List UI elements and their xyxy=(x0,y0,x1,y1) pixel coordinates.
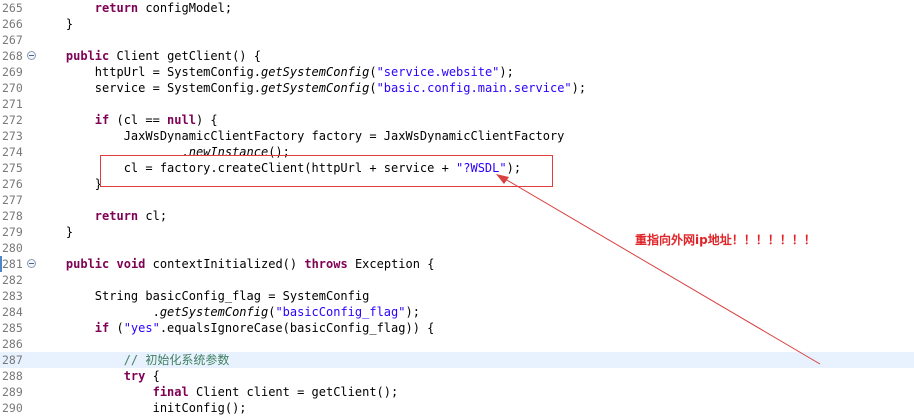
change-marker xyxy=(0,256,2,272)
code-text: } xyxy=(37,177,103,191)
code-line[interactable]: 268 public Client getClient() { xyxy=(0,48,914,64)
code-line[interactable]: 283 String basicConfig_flag = SystemConf… xyxy=(0,288,914,304)
line-number: 286 xyxy=(2,337,23,351)
code-line[interactable]: 284 .getSystemConfig("basicConfig_flag")… xyxy=(0,304,914,320)
line-number: 277 xyxy=(2,193,23,207)
line-number: 290 xyxy=(2,401,23,415)
code-text: JaxWsDynamicClientFactory factory = JaxW… xyxy=(37,129,565,143)
code-text: } xyxy=(37,17,74,31)
line-number: 274 xyxy=(2,145,23,159)
line-number: 272 xyxy=(2,113,23,127)
code-text: initConfig(); xyxy=(37,401,247,415)
code-text: String basicConfig_flag = SystemConfig xyxy=(37,289,370,303)
code-line[interactable]: 279 } xyxy=(0,224,914,240)
code-line[interactable]: 290 initConfig(); xyxy=(0,400,914,416)
line-number: 268 xyxy=(2,49,23,63)
line-number: 287 xyxy=(2,353,23,367)
code-text: return cl; xyxy=(94,209,168,223)
code-line[interactable]: 278 return cl; xyxy=(0,208,914,224)
line-number: 283 xyxy=(2,289,23,303)
code-line[interactable]: 281 public void contextInitialized() thr… xyxy=(0,256,914,272)
code-line[interactable]: 280 xyxy=(0,240,914,256)
code-line[interactable]: 277 xyxy=(0,192,914,208)
highlight-box xyxy=(100,155,553,187)
line-number: 269 xyxy=(2,65,23,79)
line-number: 270 xyxy=(2,81,23,95)
fold-toggle-icon[interactable] xyxy=(27,51,36,60)
line-number: 267 xyxy=(2,33,23,47)
code-line[interactable]: 275 cl = factory.createClient(httpUrl + … xyxy=(0,160,914,176)
code-text: public void contextInitialized() throws … xyxy=(65,257,435,271)
line-number: 273 xyxy=(2,129,23,143)
line-number: 282 xyxy=(2,273,23,287)
code-line[interactable]: 267 xyxy=(0,32,914,48)
line-number: 289 xyxy=(2,385,23,399)
code-line[interactable]: 269 httpUrl = SystemConfig.getSystemConf… xyxy=(0,64,914,80)
line-number: 265 xyxy=(2,1,23,15)
code-text: final Client client = getClient(); xyxy=(152,385,399,399)
code-line[interactable]: 273 JaxWsDynamicClientFactory factory = … xyxy=(0,128,914,144)
code-text: httpUrl = SystemConfig.getSystemConfig("… xyxy=(37,65,514,79)
code-comment: // 初始化系统参数 xyxy=(37,353,230,367)
line-number: 276 xyxy=(2,177,23,191)
code-text: public Client getClient() { xyxy=(65,49,261,63)
line-number: 278 xyxy=(2,209,23,223)
current-code-line[interactable]: 287 // 初始化系统参数 xyxy=(0,352,914,368)
fold-toggle-icon[interactable] xyxy=(27,259,36,268)
code-line[interactable]: 276 } xyxy=(0,176,914,192)
code-line[interactable]: 265 return configModel; xyxy=(0,0,914,16)
line-number: 285 xyxy=(2,321,23,335)
code-line[interactable]: 286 xyxy=(0,336,914,352)
code-line[interactable]: 285 if ("yes".equalsIgnoreCase(basicConf… xyxy=(0,320,914,336)
code-line[interactable]: 288 try { xyxy=(0,368,914,384)
line-number: 280 xyxy=(2,241,23,255)
code-line[interactable]: 266 } xyxy=(0,16,914,32)
code-line[interactable]: 272 if (cl == null) { xyxy=(0,112,914,128)
line-number: 279 xyxy=(2,225,23,239)
code-text: service = SystemConfig.getSystemConfig("… xyxy=(37,81,587,95)
code-text: return configModel; xyxy=(94,1,233,15)
line-number: 288 xyxy=(2,369,23,383)
code-line[interactable]: 271 xyxy=(0,96,914,112)
line-number: 271 xyxy=(2,97,23,111)
line-number: 275 xyxy=(2,161,23,175)
code-line[interactable]: 289 final Client client = getClient(); xyxy=(0,384,914,400)
code-text: .getSystemConfig("basicConfig_flag"); xyxy=(37,305,420,319)
code-text: } xyxy=(37,225,74,239)
line-number: 284 xyxy=(2,305,23,319)
code-line[interactable]: 270 service = SystemConfig.getSystemConf… xyxy=(0,80,914,96)
code-line[interactable]: 282 xyxy=(0,272,914,288)
code-text: if ("yes".equalsIgnoreCase(basicConfig_f… xyxy=(94,321,435,335)
code-text: try { xyxy=(123,369,160,383)
line-number: 266 xyxy=(2,17,23,31)
annotation-note: 重指向外网ip地址！！！！！！！ xyxy=(635,233,816,247)
code-text: if (cl == null) { xyxy=(94,113,218,127)
line-number: 281 xyxy=(2,257,23,271)
code-text: cl = factory.createClient(httpUrl + serv… xyxy=(37,161,522,175)
line-number-gutter xyxy=(0,0,36,413)
